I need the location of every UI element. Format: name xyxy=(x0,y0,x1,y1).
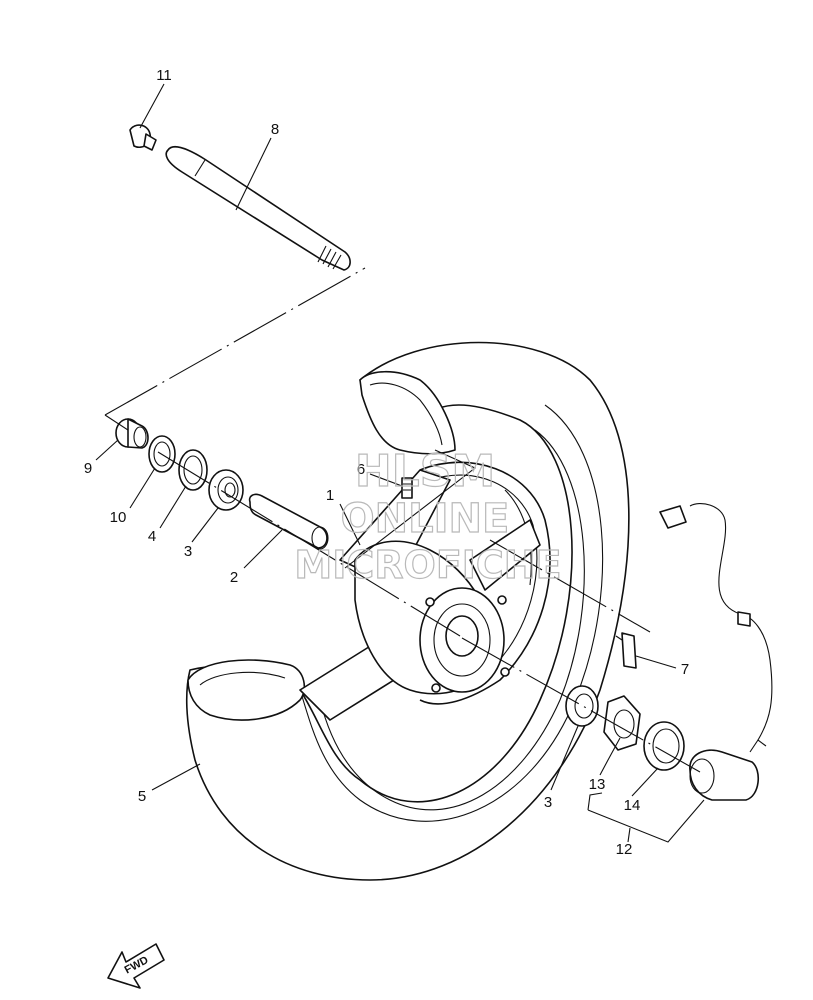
tire xyxy=(185,341,630,881)
assembly-lines xyxy=(104,267,701,773)
spacer-tube xyxy=(248,493,329,550)
speedometer-cable xyxy=(659,502,773,741)
leader-lines xyxy=(95,83,705,843)
circlip xyxy=(178,449,208,491)
bearing-left xyxy=(208,469,244,511)
callout-5: 5 xyxy=(138,788,146,805)
callout-12: 12 xyxy=(616,841,633,858)
watermark-line-2: ONLINE xyxy=(341,496,510,542)
callout-3-left: 3 xyxy=(184,543,192,560)
drive-gear xyxy=(603,695,641,751)
callout-9: 9 xyxy=(84,460,92,477)
speedometer-gear-unit xyxy=(689,739,767,801)
callout-7: 7 xyxy=(681,661,689,678)
watermark-line-1: HLSM xyxy=(355,446,495,497)
collar xyxy=(115,418,149,449)
callout-14: 14 xyxy=(624,797,641,814)
forward-arrow-icon: FWD xyxy=(107,943,165,989)
speedo-clip xyxy=(615,632,637,669)
callout-4: 4 xyxy=(148,528,156,545)
axle-nut xyxy=(129,124,157,151)
axle-shaft xyxy=(165,146,351,271)
watermark: HLSM ONLINE MICROFICHE xyxy=(294,445,562,587)
wheel-rim xyxy=(299,461,551,721)
tire-valve xyxy=(401,477,413,499)
callout-2: 2 xyxy=(230,569,238,586)
callout-13: 13 xyxy=(589,776,606,793)
callout-6: 6 xyxy=(357,461,365,478)
callout-11: 11 xyxy=(156,67,172,84)
callout-1: 1 xyxy=(326,487,334,504)
bearing-right xyxy=(565,685,599,727)
callout-8: 8 xyxy=(271,121,279,138)
watermark-line-3: MICROFICHE xyxy=(294,543,561,587)
callout-10: 10 xyxy=(110,509,127,526)
callout-3-right: 3 xyxy=(544,794,552,811)
seal-ring xyxy=(643,721,685,771)
